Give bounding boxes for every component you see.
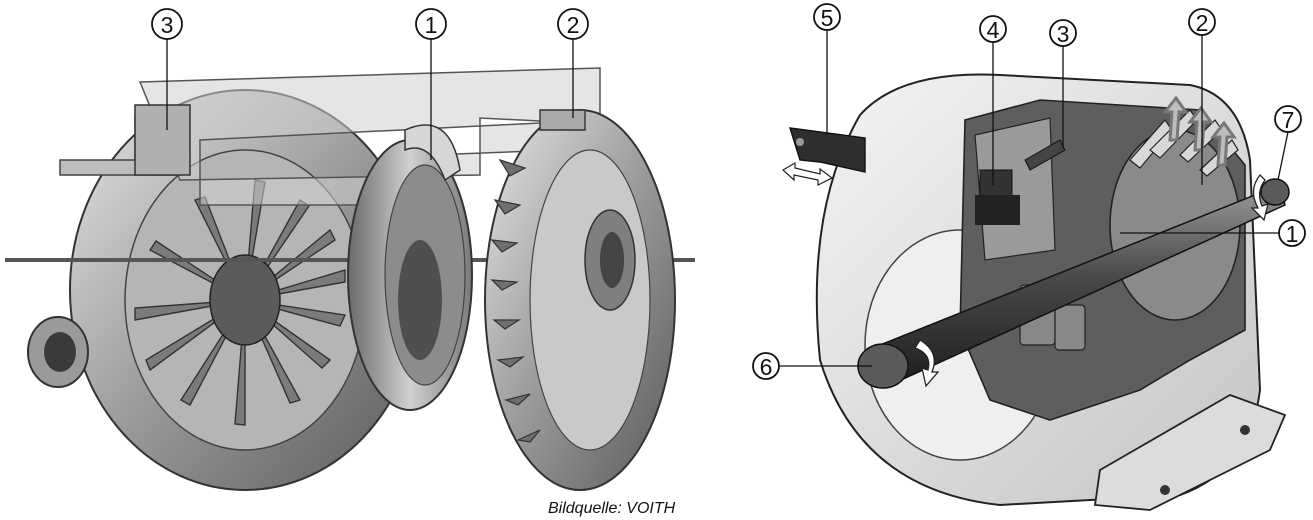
shaft-end-output xyxy=(1260,178,1290,206)
callout-label: 7 xyxy=(1282,107,1295,133)
callout-label: 5 xyxy=(821,5,834,31)
callout-right-5: 5 xyxy=(813,3,841,135)
control-lever xyxy=(789,127,866,173)
callout-label: 2 xyxy=(567,12,580,38)
callout-right-2: 2 xyxy=(1188,8,1216,185)
callout-left-1: 1 xyxy=(415,8,447,160)
callout-left-3: 3 xyxy=(151,8,183,130)
callout-right-6: 6 xyxy=(752,352,872,380)
scoop-lever xyxy=(979,169,1013,199)
left-cutaway-illustration xyxy=(5,67,695,491)
double-arrow-icon xyxy=(781,161,834,186)
callout-label: 2 xyxy=(1196,10,1209,36)
callout-label: 3 xyxy=(161,12,174,38)
base-foot xyxy=(1093,394,1287,511)
callout-label: 3 xyxy=(1057,21,1070,47)
callout-label: 6 xyxy=(760,354,773,380)
callout-right-7: 7 xyxy=(1274,105,1302,181)
callout-label: 4 xyxy=(987,17,1000,43)
image-source-caption: Bildquelle: VOITH xyxy=(548,500,676,517)
callout-left-2: 2 xyxy=(557,8,589,118)
right-cutaway-illustration xyxy=(781,73,1290,511)
callout-right-3: 3 xyxy=(1049,19,1077,148)
callout-label: 1 xyxy=(1286,221,1299,247)
callout-label: 1 xyxy=(425,12,438,38)
callout-right-4: 4 xyxy=(979,15,1007,185)
callout-right-1: 1 xyxy=(1120,219,1306,247)
